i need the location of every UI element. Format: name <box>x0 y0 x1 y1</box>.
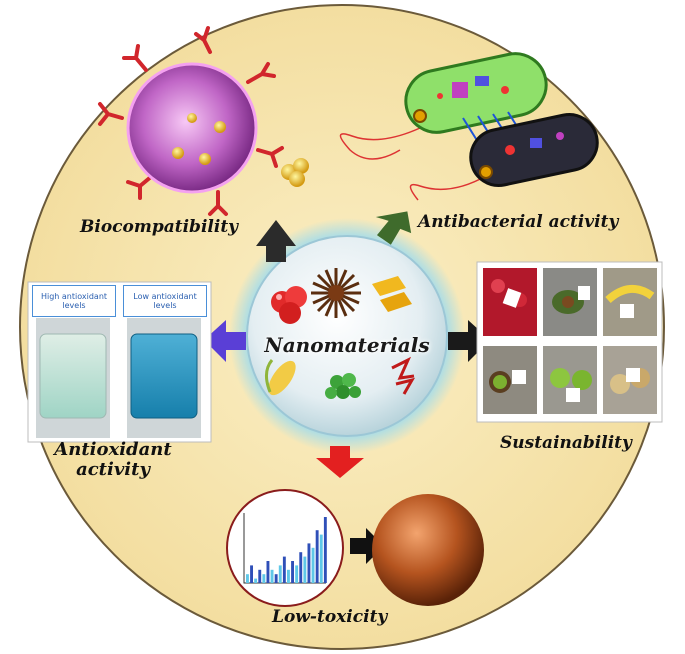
bacterium-dead-icon <box>409 113 599 201</box>
bar <box>303 556 307 583</box>
bar <box>307 543 311 583</box>
label-low-toxicity: Low-toxicity <box>272 607 388 627</box>
bar <box>258 569 262 583</box>
arrow-chart-to-particle <box>350 528 384 564</box>
bar <box>246 574 249 583</box>
arrow-to-biocompatibility <box>256 220 296 262</box>
label-biocompatibility: Biocompatibility <box>80 217 239 237</box>
bar-chart <box>243 513 327 584</box>
low-antioxidant-tube <box>130 333 198 419</box>
bar <box>282 556 286 583</box>
gold-nanoparticle-icon <box>281 158 309 187</box>
bacterium-live-icon <box>339 52 548 160</box>
green-clusters-icon <box>325 373 361 399</box>
banana-tile <box>603 268 657 336</box>
bar <box>278 565 282 583</box>
sustainability-fruit-grid <box>476 261 663 423</box>
bar <box>315 530 319 583</box>
red-spheres-icon <box>271 286 307 324</box>
arrow-to-low-toxicity <box>316 446 364 478</box>
bar <box>250 565 253 583</box>
urchin-nanostructure-icon <box>311 268 361 318</box>
bar <box>266 561 270 583</box>
label-sustainability: Sustainability <box>500 433 632 453</box>
low-antioxidant-label: Low antioxidant levels <box>123 285 207 317</box>
bar <box>274 574 278 583</box>
bar <box>287 569 290 583</box>
bar <box>295 565 299 583</box>
bar <box>311 547 315 583</box>
label-antioxidant-line2: activity <box>76 458 150 480</box>
copper-nanoparticle <box>372 494 484 606</box>
red-crystals-icon <box>391 356 416 395</box>
high-antioxidant-label: High antioxidant levels <box>32 285 116 317</box>
corn-icon <box>265 359 296 396</box>
bar <box>323 517 327 583</box>
label-antioxidant: Antioxidant activity <box>48 440 178 480</box>
center-title: Nanomaterials <box>264 333 430 357</box>
bar <box>262 574 266 583</box>
gold-nanosheet-icon <box>372 276 412 312</box>
high-antioxidant-tube <box>39 333 107 419</box>
bar <box>319 534 323 583</box>
label-antibacterial: Antibacterial activity <box>418 212 619 232</box>
cell-illustration <box>98 26 284 216</box>
bar-chart-axis <box>243 513 326 584</box>
arrow-to-antioxidant <box>204 320 246 362</box>
label-antioxidant-line1: Antioxidant <box>54 439 172 460</box>
arrow-to-antibacterial <box>375 211 412 245</box>
bar <box>291 561 294 583</box>
bar <box>270 569 274 583</box>
bar <box>254 578 258 583</box>
bar <box>299 552 303 583</box>
